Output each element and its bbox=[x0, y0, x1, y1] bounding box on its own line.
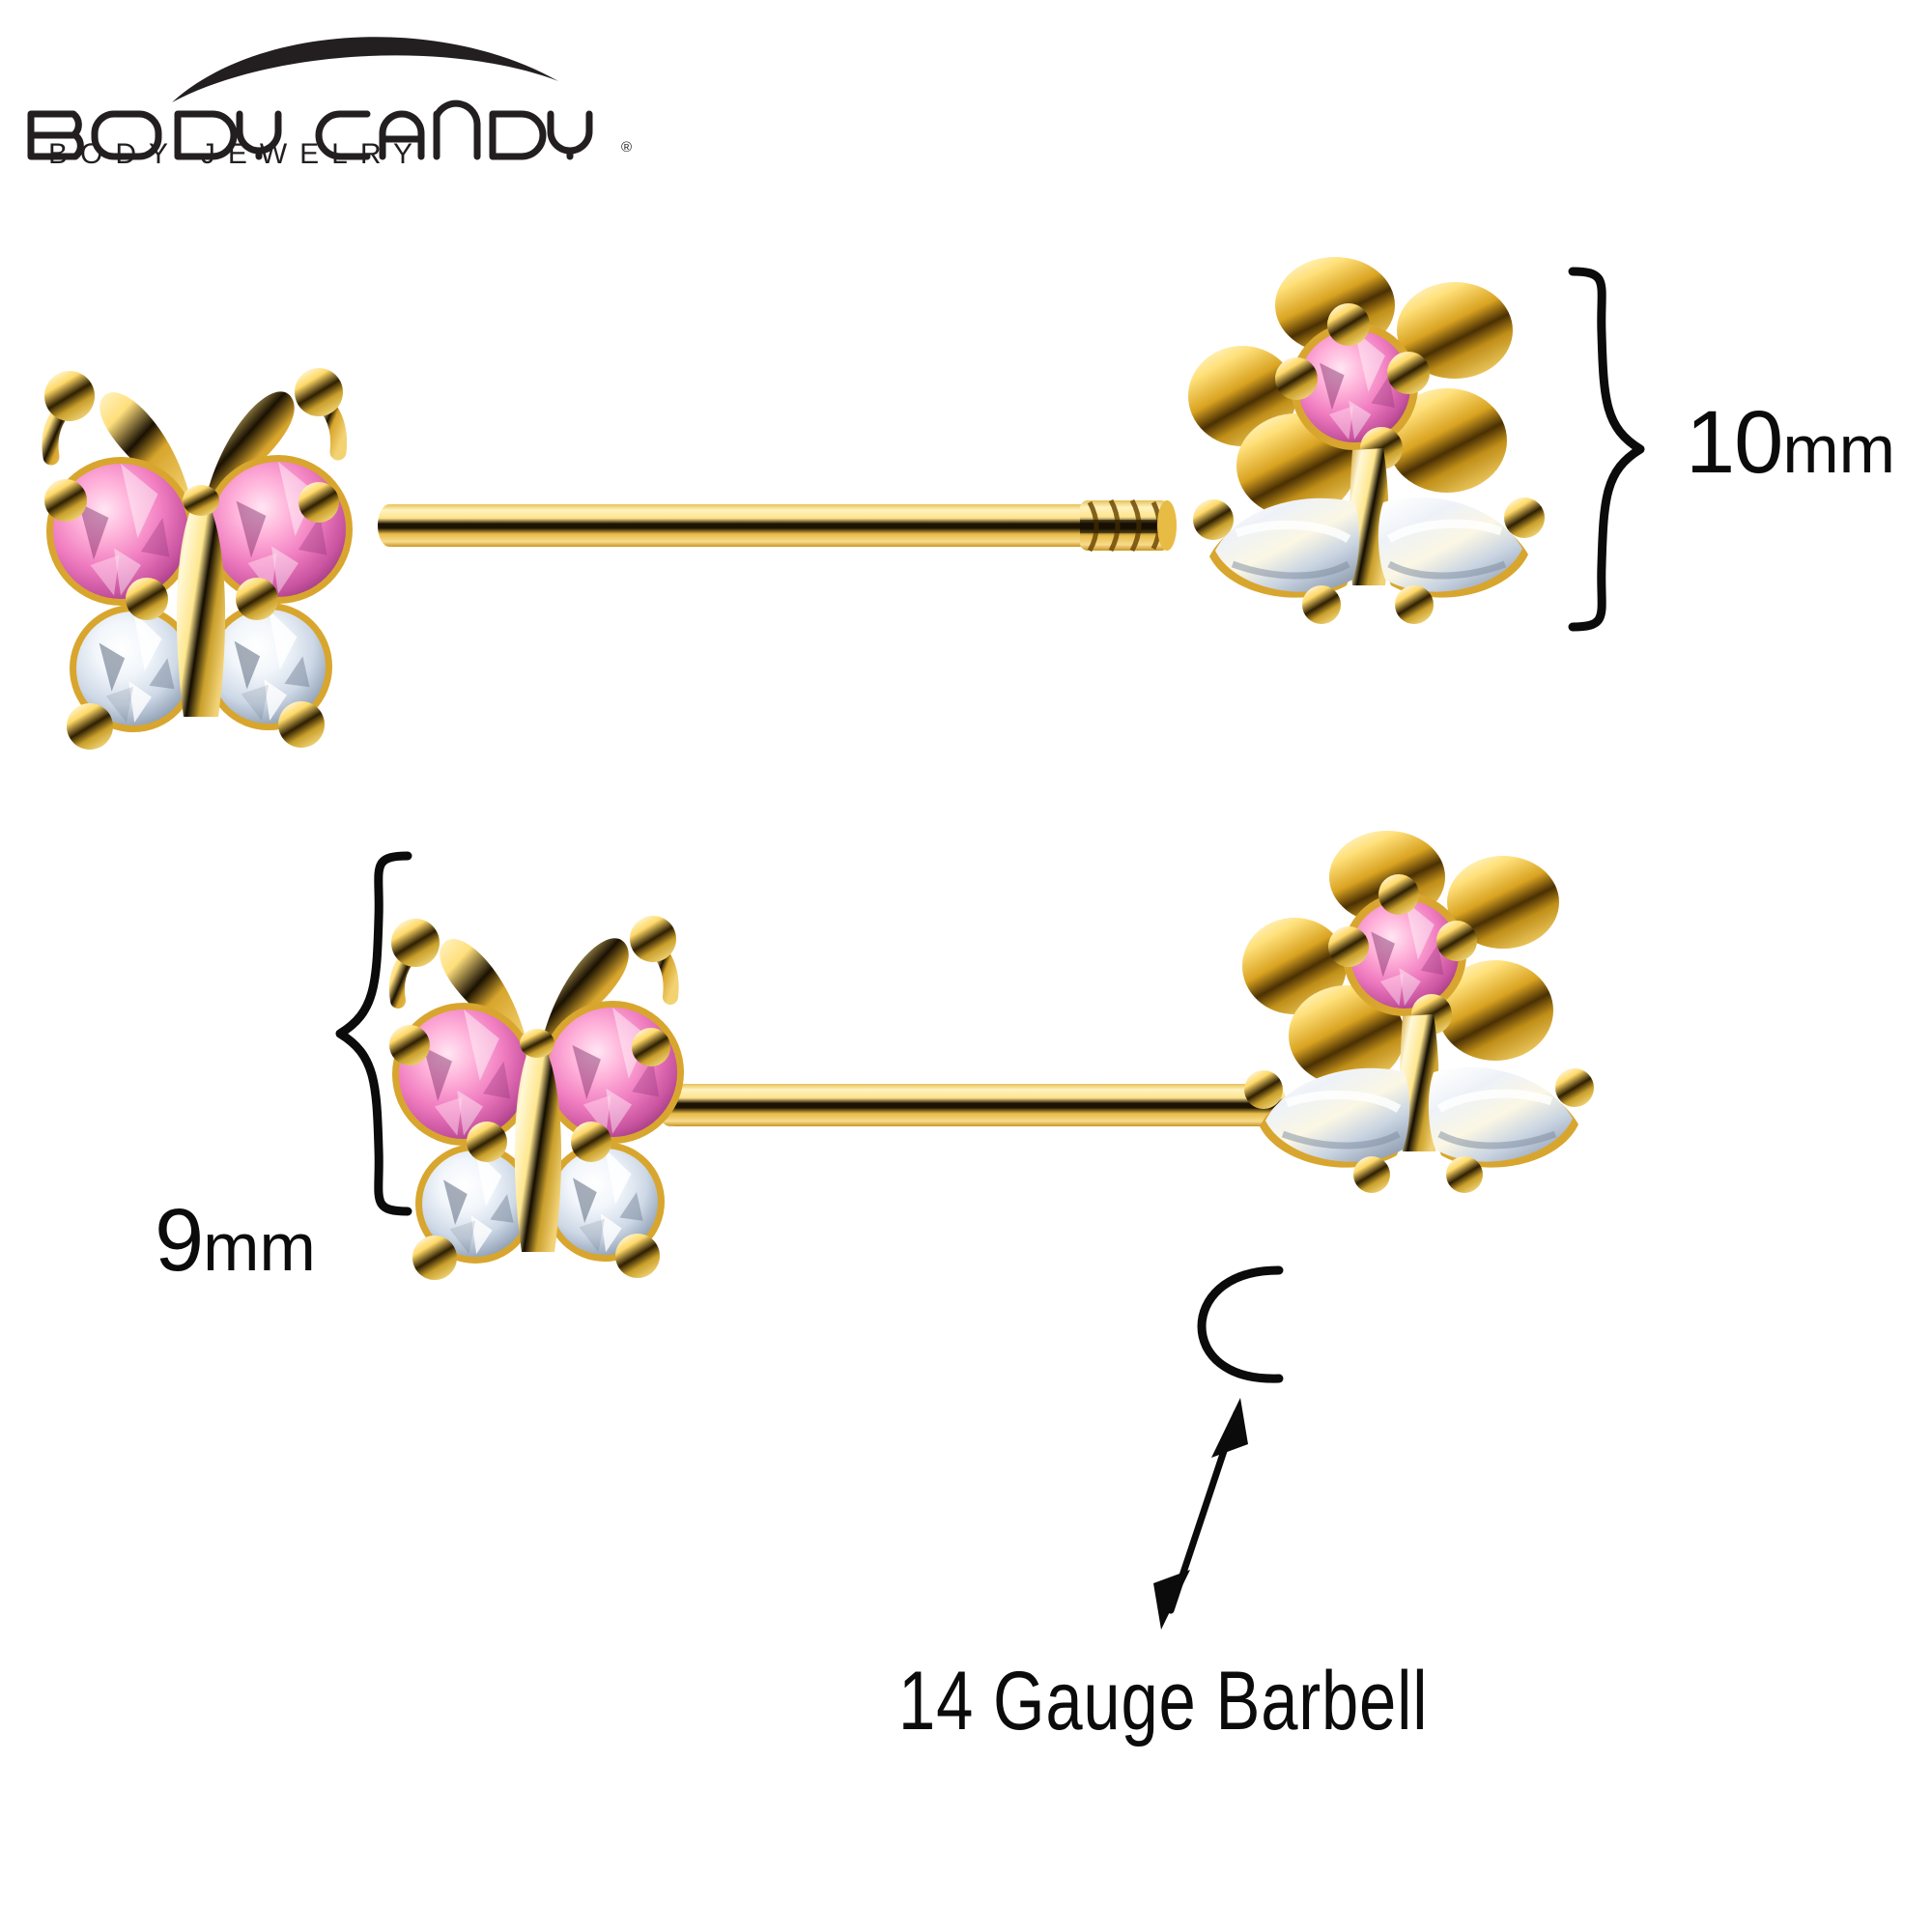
butterfly-pink-gem-right bbox=[541, 1001, 684, 1144]
logo-wordmark bbox=[27, 99, 593, 160]
prong bbox=[1387, 352, 1430, 394]
barbell-shaft-assembled bbox=[657, 1084, 1287, 1126]
flower-stem bbox=[1350, 448, 1389, 585]
butterfly-clear-gem-right bbox=[205, 603, 332, 730]
prong bbox=[571, 1122, 611, 1162]
prong bbox=[1378, 874, 1419, 915]
measurement-10mm-number: 10 bbox=[1686, 393, 1783, 492]
butterfly-clear-gem-left bbox=[70, 605, 197, 732]
measurement-9mm-number: 9 bbox=[155, 1191, 204, 1290]
gauge-c-marker bbox=[1197, 1265, 1284, 1383]
brand-logo: BODY JEWELRY ® bbox=[17, 14, 655, 168]
prong bbox=[615, 1234, 660, 1278]
prong bbox=[1328, 926, 1369, 967]
gauge-caliper-annotation bbox=[1140, 1251, 1430, 1657]
prong bbox=[632, 1028, 670, 1066]
measurement-9mm: 9mm bbox=[155, 1196, 316, 1285]
flower-center-gem bbox=[1291, 323, 1418, 450]
prong bbox=[44, 479, 87, 522]
measurement-9mm-unit: mm bbox=[203, 1209, 316, 1285]
butterfly-antennae bbox=[388, 916, 679, 1009]
leaf-marquise-left bbox=[1244, 1067, 1410, 1193]
measurement-10mm: 10mm bbox=[1686, 398, 1895, 487]
barbell-threaded-tip bbox=[1080, 498, 1177, 553]
flower-center-gem bbox=[1343, 893, 1466, 1016]
butterfly-pink-gem-left bbox=[46, 457, 195, 606]
measure-brace-9mm bbox=[319, 850, 435, 1217]
butterfly-clear-gem-left bbox=[415, 1144, 535, 1264]
logo-tagline: BODY JEWELRY bbox=[48, 138, 425, 168]
prong bbox=[389, 1025, 430, 1065]
exploded-barbell-assembly bbox=[0, 242, 1932, 750]
butterfly-clear-gem-right bbox=[545, 1142, 665, 1262]
butterfly-charm-exploded bbox=[42, 368, 353, 750]
prong bbox=[1327, 303, 1370, 346]
butterfly-pink-gem-left bbox=[392, 1003, 535, 1146]
prong bbox=[67, 703, 113, 750]
measure-brace-10mm bbox=[1546, 266, 1662, 633]
prong bbox=[126, 578, 168, 620]
leaf-marquise-right bbox=[1378, 497, 1545, 624]
prong bbox=[412, 1236, 457, 1280]
gauge-label: 14 Gauge Barbell bbox=[898, 1655, 1429, 1747]
prong bbox=[1436, 921, 1477, 961]
assembled-barbell bbox=[348, 831, 1932, 1294]
butterfly-body bbox=[514, 1029, 562, 1252]
barbell-shaft-exploded bbox=[378, 498, 1177, 553]
butterfly-pink-gem-right bbox=[204, 455, 353, 604]
butterfly-antennae bbox=[42, 368, 348, 466]
flower-charm-assembled bbox=[1242, 831, 1594, 1193]
leaf-marquise-left bbox=[1193, 497, 1360, 624]
flower-charm-exploded bbox=[1188, 257, 1545, 624]
prong bbox=[298, 482, 339, 523]
logo-trademark: ® bbox=[621, 139, 632, 156]
logo-arc-icon bbox=[172, 37, 558, 102]
prong bbox=[467, 1122, 507, 1162]
prong bbox=[236, 578, 278, 620]
prong bbox=[1275, 357, 1318, 400]
leaf-marquise-right bbox=[1428, 1066, 1594, 1193]
gauge-arrow-icon bbox=[1153, 1398, 1248, 1630]
butterfly-body bbox=[176, 485, 226, 717]
measurement-10mm-unit: mm bbox=[1782, 412, 1895, 487]
butterfly-charm-assembled bbox=[388, 916, 684, 1280]
prong bbox=[278, 701, 325, 748]
